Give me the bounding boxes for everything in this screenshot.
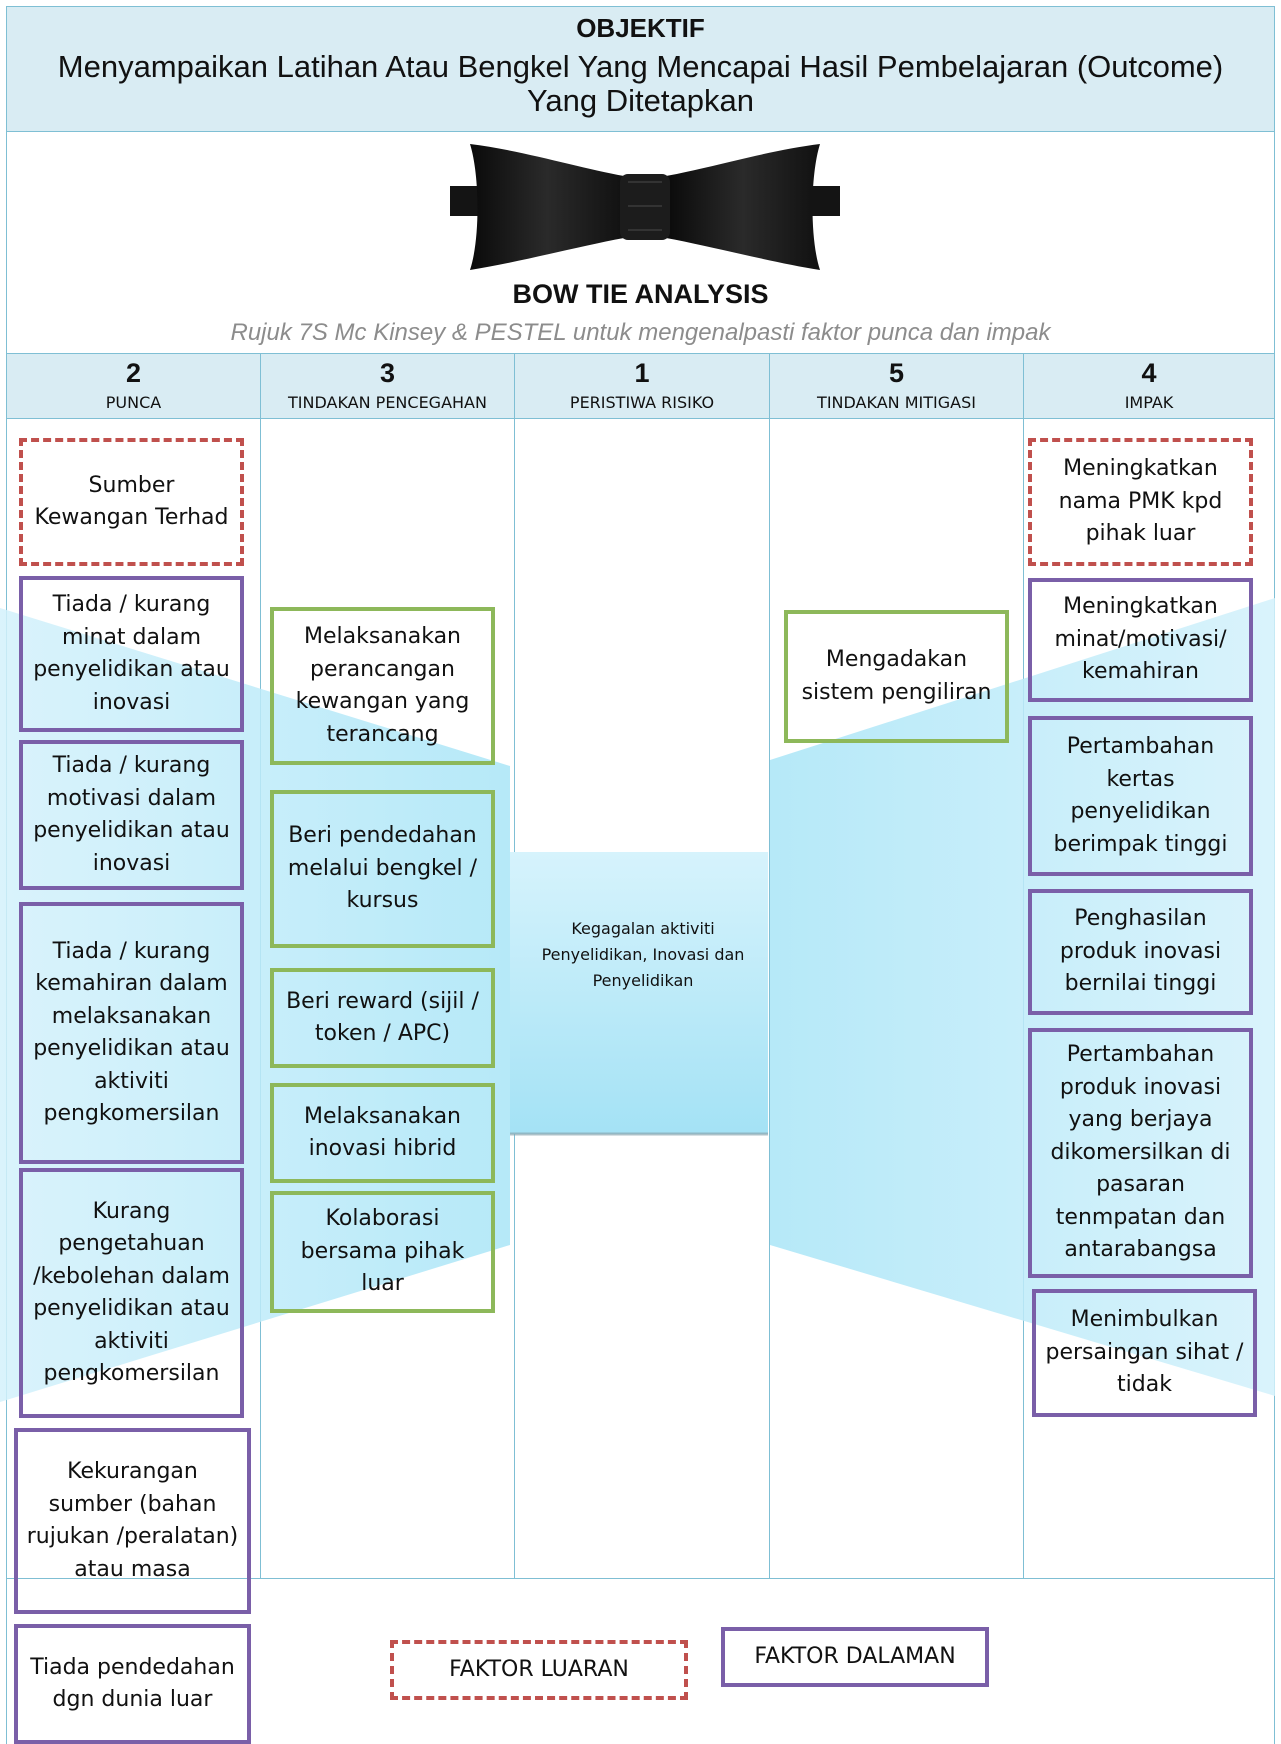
legend-faktor-dalaman: FAKTOR DALAMAN [721,1627,989,1687]
column-label: PUNCA [105,393,162,412]
pencegahan-box: Beri reward (sijil / token / APC) [270,968,495,1068]
column-label: TINDAKAN MITIGASI [817,393,976,412]
column-label: IMPAK [1124,393,1174,412]
column-header-peristiwa: 1 PERISTIWA RISIKO [514,353,770,419]
analysis-subtitle: Rujuk 7S Mc Kinsey & PESTEL untuk mengen… [230,319,1051,346]
objective-title: OBJEKTIF [576,13,705,43]
impak-box: Menimbulkan persaingan sihat / tidak [1032,1289,1257,1417]
punca-box: Tiada pendedahan dgn dunia luar [14,1624,251,1744]
column-header-punca: 2 PUNCA [6,353,261,419]
impak-box: Pertambahan kertas penyelidikan berimpak… [1028,716,1253,876]
punca-box: Kekurangan sumber (bahan rujukan /perala… [14,1428,251,1614]
pencegahan-box: Kolaborasi bersama pihak luar [270,1191,495,1313]
mitigasi-box: Mengadakan sistem pengiliran [784,610,1009,743]
column-body-peristiwa [514,419,770,1579]
punca-box: Tiada / kurang kemahiran dalam melaksana… [19,902,244,1164]
pencegahan-box: Melaksanakan inovasi hibrid [270,1083,495,1183]
column-number: 1 [634,358,650,388]
column-header-pencegahan: 3 TINDAKAN PENCEGAHAN [260,353,515,419]
punca-box: Kurang pengetahuan /kebolehan dalam peny… [19,1168,244,1418]
punca-box: Tiada / kurang minat dalam penyelidikan … [19,576,244,732]
column-header-mitigasi: 5 TINDAKAN MITIGASI [769,353,1024,419]
column-label: PERISTIWA RISIKO [569,393,715,412]
column-number: 2 [125,358,142,388]
bowtie-title-area [6,132,1275,353]
risk-event-text: Kegagalan aktiviti Penyelidikan, Inovasi… [541,919,745,990]
column-header-impak: 4 IMPAK [1023,353,1275,419]
impak-box: Meningkatkan minat/motivasi/ kemahiran [1028,578,1253,702]
legend-area [6,1579,1275,1744]
column-number: 3 [379,358,396,388]
column-label: TINDAKAN PENCEGAHAN [288,393,487,412]
objective-text: Menyampaikan Latihan Atau Bengkel Yang M… [57,49,1224,118]
column-body-mitigasi [769,419,1024,1579]
punca-box-external: Sumber Kewangan Terhad [19,438,244,566]
analysis-title: BOW TIE ANALYSIS [512,279,769,309]
punca-box: Tiada / kurang motivasi dalam penyelidik… [19,740,244,890]
column-number: 4 [1141,358,1157,388]
pencegahan-box: Melaksanakan perancangan kewangan yang t… [270,607,495,765]
column-number: 5 [888,358,905,388]
impak-box: Pertambahan produk inovasi yang berjaya … [1028,1028,1253,1278]
objective-header: OBJEKTIF Menyampaikan Latihan Atau Bengk… [6,6,1275,132]
impak-box: Penghasilan produk inovasi bernilai ting… [1028,889,1253,1015]
impak-box-external: Meningkatkan nama PMK kpd pihak luar [1028,438,1253,566]
legend-faktor-luaran: FAKTOR LUARAN [390,1640,688,1700]
pencegahan-box: Beri pendedahan melalui bengkel / kursus [270,790,495,948]
